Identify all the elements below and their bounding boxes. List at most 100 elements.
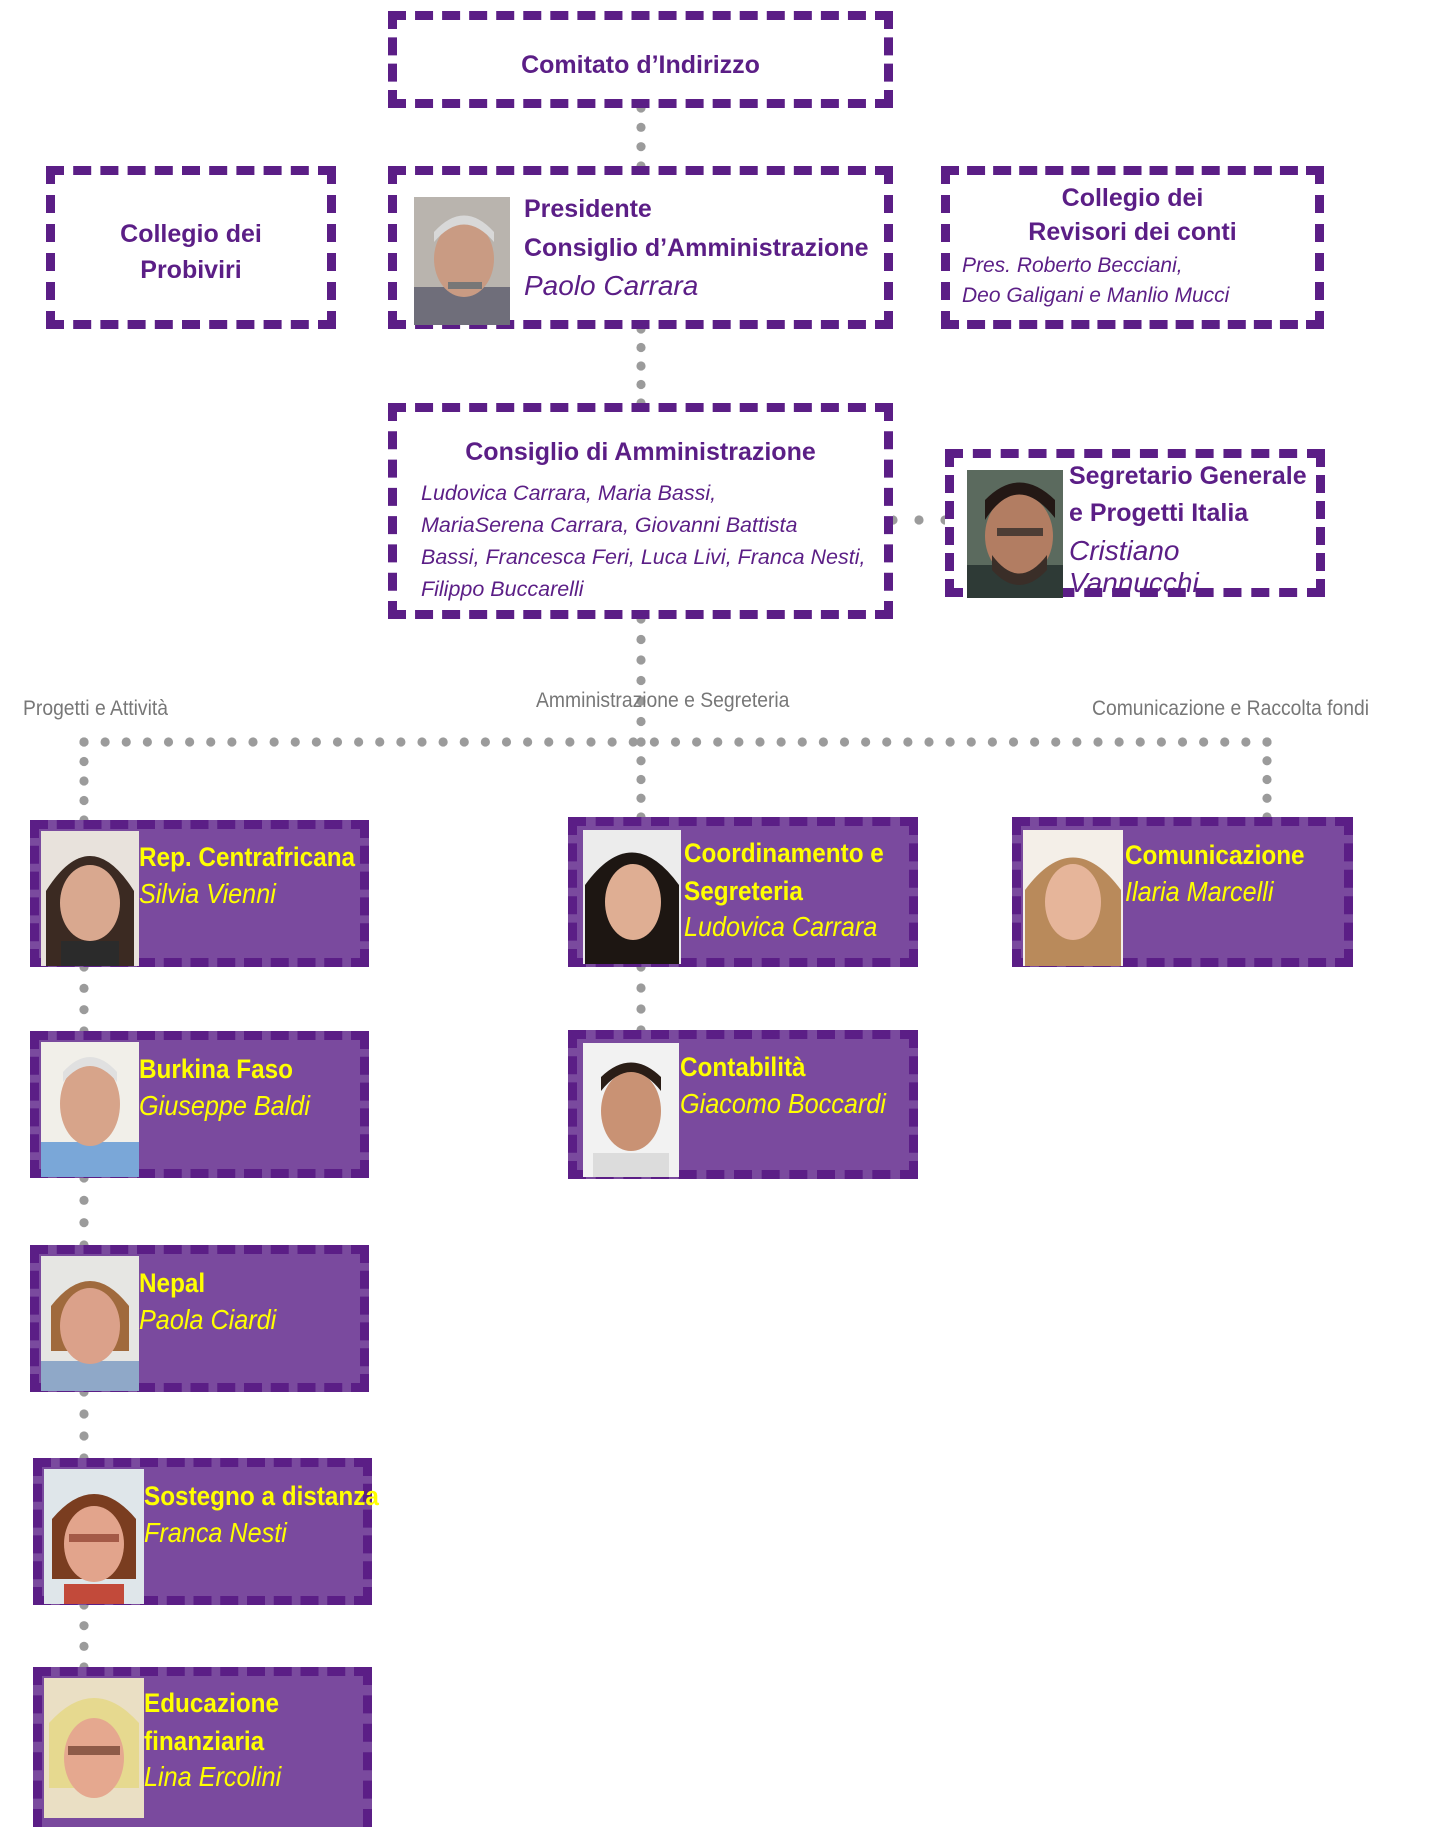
- connector-dot: [1093, 737, 1103, 747]
- connector-right-branch-down: [1262, 737, 1272, 822]
- unit-sostegno-role: Sostegno a distanza: [144, 1481, 379, 1511]
- connector-dot: [79, 756, 89, 767]
- connector-dot: [142, 737, 152, 747]
- connector-dot: [586, 737, 596, 747]
- unit-coordinamento-role1: Coordinamento e: [684, 838, 884, 868]
- connector-dot: [79, 1195, 89, 1205]
- unit-contabilita-name: Giacomo Boccardi: [680, 1088, 886, 1119]
- connector-dot: [1262, 774, 1272, 785]
- consiglio-members-line2: MariaSerena Carrara, Giovanni Battista: [421, 513, 798, 537]
- connector-dot: [1262, 793, 1272, 803]
- unit-nepal-role: Nepal: [139, 1268, 206, 1298]
- connector-dot: [636, 716, 646, 727]
- connector-dot: [459, 737, 469, 747]
- connector-dot: [290, 737, 300, 747]
- connector-dot: [523, 737, 533, 747]
- consiglio-members-line1: Ludovica Carrara, Maria Bassi,: [421, 481, 717, 505]
- branch-label-comunicazione: Comunicazione e Raccolta fondi: [1092, 697, 1370, 720]
- connector-dot: [636, 675, 646, 686]
- consiglio-box: Consiglio di Amministrazione Ludovica Ca…: [388, 403, 893, 619]
- connector-dot: [417, 737, 427, 747]
- probiviri-line2: Probiviri: [140, 256, 242, 284]
- revisori-names1: Pres. Roberto Becciani,: [962, 254, 1183, 277]
- connector-dot: [269, 737, 279, 747]
- unit-burkina-box: Burkina Faso Giuseppe Baldi: [30, 1031, 369, 1178]
- avatar-franca-nesti: [44, 1469, 144, 1604]
- connector-dot: [185, 737, 195, 747]
- connector-dot: [100, 737, 110, 747]
- connector-dot: [628, 737, 638, 747]
- revisori-box: Collegio dei Revisori dei conti Pres. Ro…: [941, 166, 1324, 329]
- revisori-title2: Revisori dei conti: [1028, 218, 1237, 246]
- unit-sostegno-name: Franca Nesti: [144, 1517, 287, 1548]
- unit-contabilita-box: Contabilità Giacomo Boccardi: [568, 1030, 918, 1179]
- segretario-name: Cristiano Vannucchi: [1069, 535, 1199, 598]
- connector-coordinamento-contabilita: [636, 962, 646, 1035]
- connector-dot: [79, 795, 89, 806]
- avatar-ilaria-marcelli: [1023, 830, 1123, 966]
- unit-educazione-role1: Educazione: [144, 1688, 280, 1718]
- avatar-cristiano-vannucchi: [967, 470, 1063, 598]
- connector-consiglio-branches: [636, 614, 646, 747]
- connector-sostegno-educazione: [79, 1600, 89, 1672]
- connector-dot: [636, 756, 646, 766]
- connector-dot: [354, 737, 364, 747]
- connector-dot: [797, 737, 807, 747]
- unit-coordinamento-box: Coordinamento e Segreteria Ludovica Carr…: [568, 817, 918, 967]
- connector-dot: [501, 737, 512, 747]
- connector-dot: [79, 1409, 89, 1419]
- connector-dot: [636, 774, 646, 785]
- avatar-paola-ciardi: [41, 1256, 139, 1391]
- unit-educazione-role2: finanziaria: [144, 1726, 265, 1756]
- comitato-title: Comitato d’Indirizzo: [521, 51, 760, 79]
- connector-dot: [79, 1641, 89, 1651]
- connector-dot: [1051, 737, 1061, 747]
- connector-dot: [734, 737, 744, 747]
- branch-label-progetti: Progetti e Attività: [23, 697, 168, 720]
- connector-dot: [1199, 737, 1209, 747]
- connector-dot: [163, 737, 174, 747]
- connector-dot: [79, 1005, 89, 1015]
- connector-dot: [636, 655, 646, 665]
- connector-dot: [79, 1621, 89, 1631]
- connector-dot: [544, 737, 554, 747]
- connector-dot: [1030, 737, 1040, 747]
- consiglio-title: Consiglio di Amministrazione: [465, 438, 816, 466]
- connector-dot: [607, 737, 617, 747]
- connector-dot: [79, 737, 89, 747]
- comitato-box: Comitato d’Indirizzo: [388, 11, 893, 108]
- connector-rca-burkina: [79, 962, 89, 1036]
- presidente-box: Presidente Consiglio d’Amministrazione P…: [388, 166, 893, 329]
- connector-consiglio-segretario: [888, 515, 950, 525]
- presidente-role2: Consiglio d’Amministrazione: [524, 234, 869, 262]
- presidente-name: Paolo Carrara: [524, 270, 699, 301]
- unit-comunicazione-name: Ilaria Marcelli: [1125, 876, 1274, 907]
- connector-dot: [903, 737, 913, 747]
- connector-presidente-consiglio: [636, 324, 646, 408]
- connector-dot: [1177, 737, 1188, 747]
- connector-dot: [1072, 737, 1082, 747]
- segretario-role1: Segretario Generale: [1069, 462, 1307, 490]
- connector-dot: [636, 342, 646, 353]
- unit-burkina-name: Giuseppe Baldi: [139, 1090, 310, 1121]
- revisori-title1: Collegio dei: [1061, 184, 1204, 212]
- unit-comunicazione-box: Comunicazione Ilaria Marcelli: [1012, 817, 1353, 967]
- revisori-names2: Deo Galigani e Manlio Mucci: [962, 284, 1230, 307]
- unit-contabilita-role: Contabilità: [680, 1052, 806, 1082]
- connector-dot: [861, 737, 871, 747]
- connector-dot: [636, 634, 646, 645]
- consiglio-members-line3: Bassi, Francesca Feri, Luca Livi, Franca…: [421, 545, 866, 569]
- unit-rca-name: Silvia Vienni: [139, 878, 276, 909]
- connector-dot: [79, 776, 89, 786]
- probiviri-box: Collegio dei Probiviri: [46, 166, 336, 329]
- connector-dot: [565, 737, 575, 747]
- connector-dot: [375, 737, 385, 747]
- connector-dot: [1262, 737, 1272, 747]
- branch-label-amministrazione: Amministrazione e Segreteria: [536, 689, 790, 712]
- connector-comitato-presidente: [636, 103, 646, 171]
- connector-dot: [480, 737, 490, 747]
- unit-educazione-box: Educazione finanziaria Lina Ercolini: [33, 1667, 372, 1827]
- connector-dot: [776, 737, 786, 747]
- connector-dot: [636, 696, 646, 706]
- avatar-giuseppe-baldi: [41, 1042, 139, 1177]
